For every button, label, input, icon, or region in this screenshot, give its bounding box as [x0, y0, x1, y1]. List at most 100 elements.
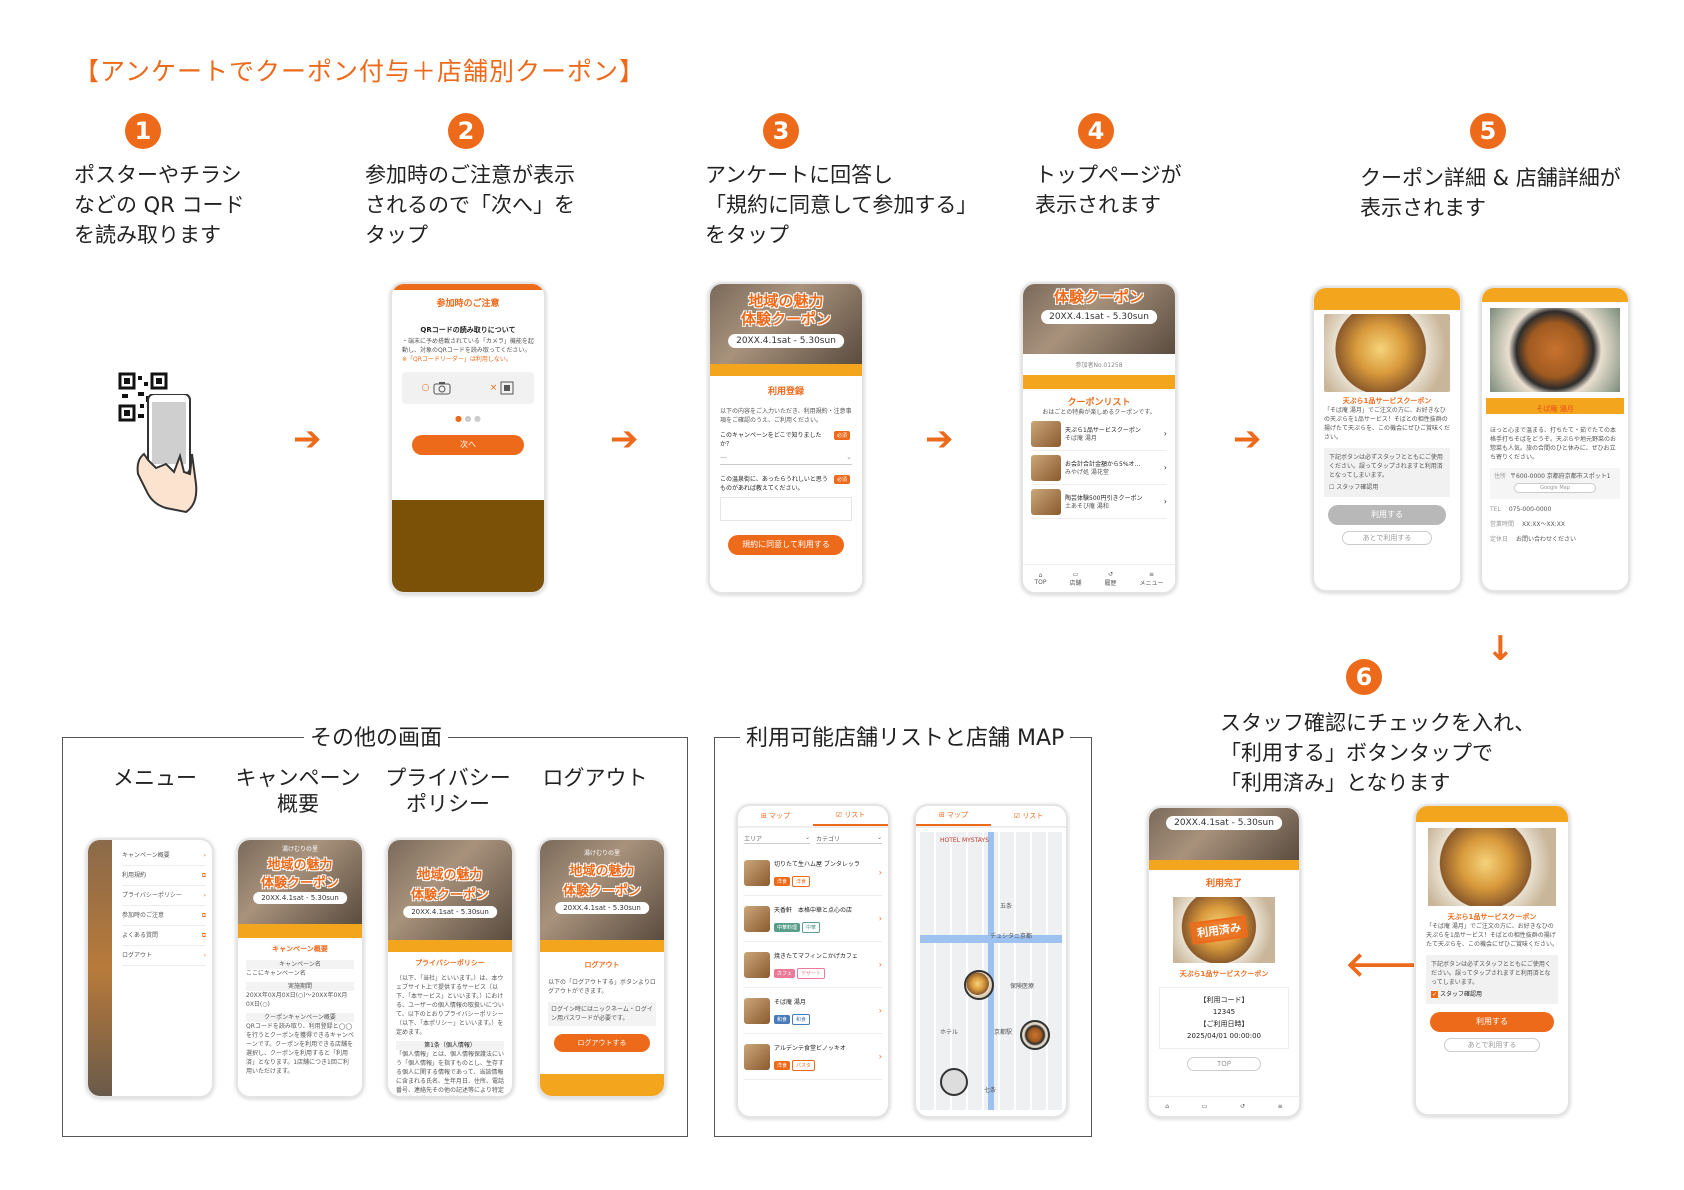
arrow-right-4: ➔ [1233, 419, 1262, 459]
banner-date: 20XX.4.1sat - 5.30sun [555, 902, 649, 914]
campaign-name: ここにキャンペーン名 [246, 970, 306, 977]
store-icon[interactable]: ▭ [1201, 1103, 1208, 1110]
history-icon[interactable]: ↺ [1240, 1103, 1246, 1110]
store-item[interactable]: 切りたて生ハム屋 ブンタレッラ洋食洋食› [744, 850, 882, 896]
step-number-5: 5 [1470, 113, 1506, 149]
camera-icon [433, 382, 450, 395]
store-item[interactable]: 焼きたてマフィンこかげカフェカフェデザート› [744, 942, 882, 988]
hand-phone-icon [136, 394, 198, 514]
staff-check[interactable]: ☐ スタッフ確認用 [1329, 484, 1379, 491]
map-pin-icon[interactable] [1020, 1020, 1050, 1050]
used-photo: 利用済み [1173, 897, 1275, 963]
later-button[interactable]: あとで利用する [1342, 531, 1432, 545]
later-button-2[interactable]: あとで利用する [1444, 1038, 1540, 1052]
top-banner: 体験クーポン 20XX.4.1sat - 5.30sun [1023, 284, 1175, 354]
date-value: 2025/04/01 00:00:00 [1186, 1032, 1261, 1040]
use-button-disabled[interactable]: 利用する [1328, 505, 1446, 525]
home-icon[interactable]: ⌂ [1165, 1103, 1170, 1110]
soba-photo [1490, 308, 1620, 392]
menu-icon: ≡ [1148, 570, 1154, 578]
qr-illustration [118, 372, 206, 532]
phone-coupon-checked: 天ぷら1品サービスクーポン 「そば庵 湯月」でご注文の方に、お好きなひの天ぷらを… [1414, 804, 1570, 1116]
label-privacy: プライバシー ポリシー [385, 766, 511, 816]
required-badge-2: 必須 [833, 475, 850, 484]
used-title: 利用完了 [1205, 879, 1242, 889]
category-filter[interactable]: カテゴリ⌄ [816, 834, 882, 844]
ng-mark: × [489, 383, 498, 393]
coupon-detail-title: 天ぷら1品サービスクーポン [1342, 397, 1432, 405]
list-icon: ☑ [1013, 812, 1021, 820]
banner-date: 20XX.4.1sat - 5.30sun [253, 892, 347, 904]
shop-tel: 075-000-0000 [1508, 506, 1552, 513]
menu-item[interactable]: 利用規約⧉ [122, 866, 206, 886]
coupon-name: 陶芸体験500円引きクーポン [1065, 494, 1143, 502]
store-name: そば庵 湯月 [774, 998, 806, 1006]
notice-body: ・端末に予め搭載されている「カメラ」機能を起動し、対象のQRコードを読み取ってく… [402, 338, 534, 354]
map-pin-icon[interactable] [964, 970, 994, 1000]
tab-list[interactable]: ☑ リスト [813, 806, 888, 826]
step-text-4: トップページが 表示されます [1035, 163, 1182, 217]
store-name: アルデンテ食堂ビノッキオ [774, 1044, 846, 1052]
menu-item[interactable]: プライバシーポリシー› [122, 886, 206, 906]
logout-note: ログイン時にはニックネーム・ログイン用パスワードが必要です。 [548, 1002, 656, 1026]
menu-icon[interactable]: ≡ [1277, 1103, 1283, 1110]
next-button[interactable]: 次へ [412, 435, 524, 455]
map-label: ホテル [940, 1029, 959, 1036]
phone-notice: 参加時のご注意 QRコードの読み取りについて ・端末に予め搭載されている「カメラ… [390, 282, 546, 594]
question-1-select[interactable]: —⌄ [720, 449, 852, 465]
store-item[interactable]: アルデンテ食堂ビノッキオ洋食パスタ› [744, 1034, 882, 1080]
menu-item[interactable]: キャンペーン概要› [122, 846, 206, 866]
privacy-article-body: 「個人情報」とは、個人情報保護法にいう「個人情報」を指すものとし、生存する個人に… [396, 1051, 505, 1094]
banner-title-2: 体験クーポン [410, 888, 489, 903]
agree-register-button[interactable]: 規約に同意して利用する [728, 535, 844, 555]
map-pin-icon[interactable] [940, 1068, 968, 1096]
store-item[interactable]: そば庵 湯月和食和食› [744, 988, 882, 1034]
step-text-3: アンケートに回答し 「規約に同意して参加する」 をタップ [705, 163, 978, 247]
pager-dots: ● ● ● [454, 414, 482, 423]
tab-map-active[interactable]: ⊞ マップ [916, 806, 991, 826]
step-number-6: 6 [1346, 659, 1382, 695]
tab-map[interactable]: ⊞ マップ [760, 812, 791, 820]
used-bottom-nav: ⌂ ▭ ↺ ≡ [1149, 1096, 1299, 1116]
nav-store[interactable]: ▭店舗 [1069, 570, 1082, 587]
nav-top[interactable]: ⌂TOP [1034, 571, 1047, 586]
notice-header: 参加時のご注意 [392, 284, 544, 315]
logout-button[interactable]: ログアウトする [554, 1034, 650, 1052]
arrow-right-3: ➔ [925, 419, 954, 459]
google-map-link[interactable]: Google Map [1514, 483, 1596, 493]
phone-top: 体験クーポン 20XX.4.1sat - 5.30sun 参加者No.01258… [1021, 282, 1177, 594]
phone-coupon-detail: 天ぷら1品サービスクーポン 「そば庵 湯月」でご注文の方に、お好きなひの天ぷらを… [1312, 286, 1462, 592]
top-banner-title: 体験クーポン [1053, 288, 1144, 306]
coupon-item[interactable]: 天ぷら1品サービスクーポンそば庵 湯月› [1031, 417, 1167, 451]
menu-item[interactable]: 参加時のご注意⧉ [122, 906, 206, 926]
coupon-item[interactable]: 陶芸体験500円引きクーポン土あそび庵 湯和› [1031, 485, 1167, 519]
coupon-shop: みやげ処 湯花堂 [1065, 468, 1109, 476]
store-item[interactable]: 天香軒 本格中華と点心の店中華料理中華› [744, 896, 882, 942]
tab-list-inactive[interactable]: ☑ リスト [1013, 812, 1044, 820]
step-number-4: 4 [1078, 113, 1114, 149]
notice-note: ※「QRコードリーダー」は利用しない。 [402, 356, 512, 363]
menu-item[interactable]: ログアウト› [122, 946, 206, 966]
banner-date: 20XX.4.1sat - 5.30sun [728, 334, 844, 348]
use-button[interactable]: 利用する [1430, 1012, 1554, 1032]
coupon-item[interactable]: お会計合計金額から5%オ...みやげ処 湯花堂› [1031, 451, 1167, 485]
menu-item[interactable]: よくある質問⧉ [122, 926, 206, 946]
used-banner-date: 20XX.4.1sat - 5.30sun [1166, 816, 1282, 830]
store-map[interactable]: HOTEL MYSTAYS 五条 デュシタニ京都 保険医療 ホテル 京都駅 七条 [920, 832, 1062, 1110]
question-2-textarea[interactable] [720, 497, 852, 521]
top-banner-date: 20XX.4.1sat - 5.30sun [1041, 310, 1157, 324]
coupon-name: 天ぷら1品サービスクーポン [1065, 426, 1141, 434]
staff-check-checked[interactable]: ✓ スタッフ確認用 [1431, 991, 1482, 998]
phone-menu: キャンペーン概要› 利用規約⧉ プライバシーポリシー› 参加時のご注意⧉ よくあ… [86, 838, 214, 1098]
privacy-body: （以下、「当社」といいます。）は、本ウェブサイト上で提供するサービス（以下、「本… [396, 975, 504, 1036]
nav-menu[interactable]: ≡メニュー [1139, 570, 1164, 587]
coupon-shop: そば庵 湯月 [1065, 434, 1097, 442]
other-screens-title: その他の画面 [304, 720, 449, 752]
area-filter[interactable]: エリア⌄ [744, 834, 810, 844]
privacy-article: 第1条（個人情報） [396, 1041, 504, 1050]
nav-history[interactable]: ↺履歴 [1104, 570, 1117, 587]
notice-footer [392, 500, 544, 592]
coupon-name: お会計合計金額から5%オ... [1065, 460, 1141, 468]
map-label: 保険医療 [1010, 983, 1035, 990]
top-button[interactable]: TOP [1187, 1057, 1261, 1071]
